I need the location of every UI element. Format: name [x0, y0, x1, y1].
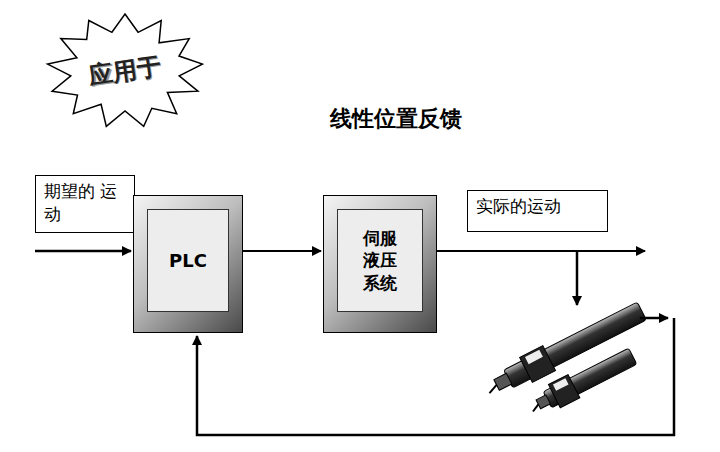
transducer-body	[543, 348, 637, 408]
feedback-head	[640, 317, 668, 320]
box-label: 伺服 液压 系统	[353, 227, 407, 293]
output-label-box: 实际的运动	[467, 190, 608, 232]
branch-line	[576, 251, 579, 305]
plc-box: PLC	[133, 195, 243, 333]
box-label: 期望的 运动	[44, 180, 126, 226]
input-label-box: 期望的 运动	[35, 175, 135, 233]
transducer-end	[494, 373, 512, 390]
servo-hydraulic-box: 伺服 液压 系统	[323, 195, 437, 333]
transducer-end	[536, 395, 550, 409]
transducer-label	[525, 350, 543, 364]
output-line	[437, 250, 645, 252]
transducer-label	[553, 378, 569, 391]
diagram-title: 线性位置反馈	[330, 104, 462, 134]
output-arrow	[437, 251, 645, 305]
box-label: PLC	[159, 249, 217, 272]
flow-arrow	[243, 250, 321, 252]
starburst-shape	[48, 14, 203, 126]
bevel-face: 伺服 液压 系统	[337, 209, 423, 312]
transducer-cable	[531, 404, 540, 411]
input-line	[35, 250, 131, 253]
box-label: 实际的运动	[476, 195, 599, 218]
bevel-face: PLC	[147, 209, 229, 312]
linear-transducer	[481, 298, 648, 419]
feedback-loop	[197, 318, 674, 435]
transducer-cable	[488, 385, 499, 393]
transducer-carriage	[548, 375, 579, 408]
feedback-line	[197, 318, 674, 435]
input-arrow	[35, 251, 131, 252]
transducer-carriage	[520, 346, 556, 383]
badge-starburst: 应用于	[45, 12, 205, 130]
